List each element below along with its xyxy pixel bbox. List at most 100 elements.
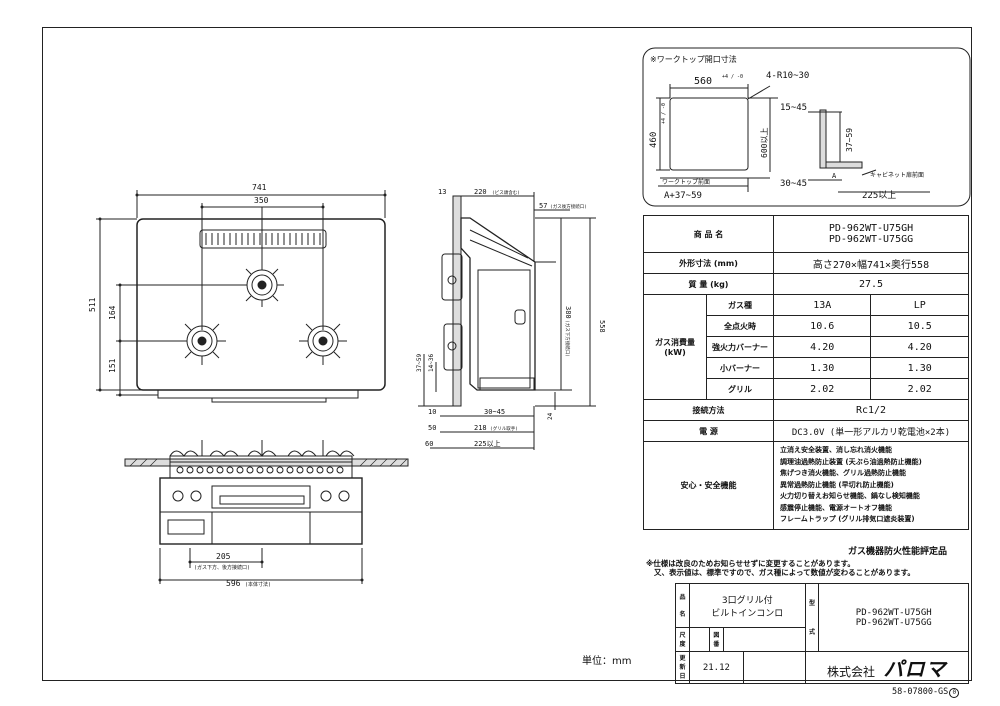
cutout-width-tol: +4 / -0: [722, 74, 743, 80]
tb-ban: 番: [713, 640, 720, 648]
safety-item: 焦げつき消火機能、グリル過熱防止機能: [780, 469, 906, 477]
spec-row-label: グリル: [706, 378, 774, 400]
safety-item: 調理油過熱防止装置 (天ぷら油過熱防止機能): [780, 457, 922, 466]
cutout-15-45: 15~45: [780, 103, 807, 113]
tb-hinmei: 品 名: [675, 583, 690, 628]
tb-model-2: PD-962WT-U75GG: [855, 617, 932, 628]
dim-10: 10: [428, 408, 436, 416]
dim-380-note: (ガス下方接続口): [564, 320, 571, 357]
dim-50: 50: [428, 424, 436, 432]
tb-product: 3口グリル付 ビルトインコンロ: [688, 583, 806, 628]
tb-product-line1: 3口グリル付: [721, 595, 773, 606]
tb-zu: 図: [713, 631, 720, 639]
tb-scale-value: [688, 627, 710, 652]
tb-drawing-no: [722, 627, 806, 652]
spec-row-label: 小バーナー: [706, 357, 774, 379]
dim-511: 511: [88, 297, 97, 312]
spec-connection-label: 接続方法: [643, 399, 774, 421]
tb-hin: 品: [679, 593, 686, 601]
dim-220: 220: [474, 188, 487, 196]
dim-380: 380: [564, 306, 572, 319]
spec-note-1: ※仕様は改良のためお知らせせずに変更することがあります。: [646, 559, 855, 568]
dim-13: 13: [438, 188, 446, 196]
cutout-rect: [669, 97, 749, 171]
spec-gas-type-2: LP: [870, 294, 969, 316]
spec-safety-label: 安心・安全機能: [643, 441, 774, 530]
spec-row-v2: 4.20: [870, 336, 969, 358]
document-number-text: 58-07800-GS: [892, 687, 949, 697]
spec-row-v1: 10.6: [772, 315, 872, 337]
spec-row-v1: 4.20: [772, 336, 872, 358]
cutout-radius: 4-R10~30: [766, 71, 809, 81]
dim-151: 151: [108, 358, 117, 373]
spec-product-name-label: 商 品 名: [643, 215, 774, 253]
dim-350: 350: [254, 196, 269, 205]
cutout-a-label: A: [832, 172, 837, 180]
dim-741: 741: [252, 183, 267, 192]
cutout-inset: [642, 47, 971, 207]
spec-connection-value: Rc1/2: [773, 399, 969, 421]
safety-item: フレームトラップ (グリル排気口遮炎装置): [780, 515, 915, 523]
spec-row-v2: 10.5: [870, 315, 969, 337]
spec-row-v2: 2.02: [870, 378, 969, 400]
cutout-width: 560: [694, 76, 712, 87]
unit-label: 単位：mm: [582, 656, 632, 667]
document-number-suffix: 0: [949, 688, 960, 698]
safety-item: 火力切り替えお知らせ機能、鍋なし検知機能: [780, 492, 920, 500]
paloma-logo: パロマ: [883, 657, 947, 681]
cutout-a-formula: A+37~59: [664, 191, 702, 201]
tb-model: PD-962WT-U75GH PD-962WT-U75GG: [818, 583, 969, 652]
spec-gas-type-label: ガス種: [706, 294, 774, 316]
dim-30-45: 30~45: [484, 408, 505, 416]
dim-218: 218: [474, 424, 487, 432]
spec-row-v1: 1.30: [772, 357, 872, 379]
tb-mei: 名: [679, 610, 686, 618]
dim-596-note: (本体寸法): [245, 581, 271, 588]
spec-table: 商 品 名 PD-962WT-U75GH PD-962WT-U75GG 外形寸法…: [643, 215, 969, 530]
tb-shin: 新: [679, 664, 686, 671]
tb-do: 度: [679, 640, 686, 648]
cutout-30-45: 30~45: [780, 179, 807, 189]
dim-218-note: (グリル取手): [490, 425, 518, 432]
cutout-height: 460: [649, 132, 659, 148]
dim-225: 225以上: [474, 439, 501, 448]
cutout-37-59: 37~59: [845, 128, 854, 152]
tb-company: 株式会社 パロマ: [804, 651, 970, 684]
dim-164: 164: [108, 305, 117, 320]
tb-kou: 更: [679, 655, 686, 662]
cabinet-body: [159, 477, 363, 545]
safety-item: 異常過熱防止機能 (早切れ防止機能): [780, 480, 894, 489]
cutout-title: ※ワークトップ開口寸法: [650, 54, 737, 64]
cutout-worktop-front: ワークトップ前面: [662, 178, 710, 186]
tb-kata: 型: [808, 599, 815, 607]
spec-power-label: 電 源: [643, 420, 774, 442]
tb-shiki: 式: [808, 628, 815, 636]
cooktop-top: [136, 218, 386, 391]
spec-size-value: 高さ270×幅741×奥行558: [773, 252, 969, 274]
tb-product-line2: ビルトインコンロ: [711, 608, 784, 619]
dim-14-36: 14~36: [428, 354, 435, 372]
tb-katashiki: 型 式: [804, 583, 820, 652]
cutout-height-tol: +4 / -0: [661, 103, 667, 124]
dim-57: 57: [539, 202, 547, 210]
spec-gas-label: ガス消費量 (kW): [643, 294, 707, 400]
tb-hi: 日: [679, 673, 686, 680]
dim-37-59: 37~59: [416, 354, 423, 372]
dim-205: 205: [216, 552, 231, 561]
dim-596: 596: [226, 579, 241, 588]
spec-row-v1: 2.02: [772, 378, 872, 400]
tb-company-name: 株式会社: [826, 665, 875, 679]
spec-size-label: 外形寸法 (mm): [643, 252, 774, 274]
cutout-depth: 600以上: [760, 128, 769, 158]
grill-vent: [199, 229, 327, 249]
tb-zuban: 図 番: [708, 627, 724, 652]
tb-blank: [742, 651, 806, 684]
spec-row-label: 全点火時: [706, 315, 774, 337]
spec-product-name-1: PD-962WT-U75GH: [828, 223, 914, 234]
spec-mass-label: 質 量 (kg): [643, 273, 774, 295]
safety-item: 感震停止機能、電源オートオフ機能: [780, 503, 892, 512]
tb-shakudo: 尺 度: [675, 627, 690, 652]
spec-note-2: 又、表示値は、標準ですので、ガス種によって数値が変わることがあります。: [654, 568, 915, 577]
spec-power-value: DC3.0V (単一形アルカリ乾電池×2本): [773, 420, 969, 442]
